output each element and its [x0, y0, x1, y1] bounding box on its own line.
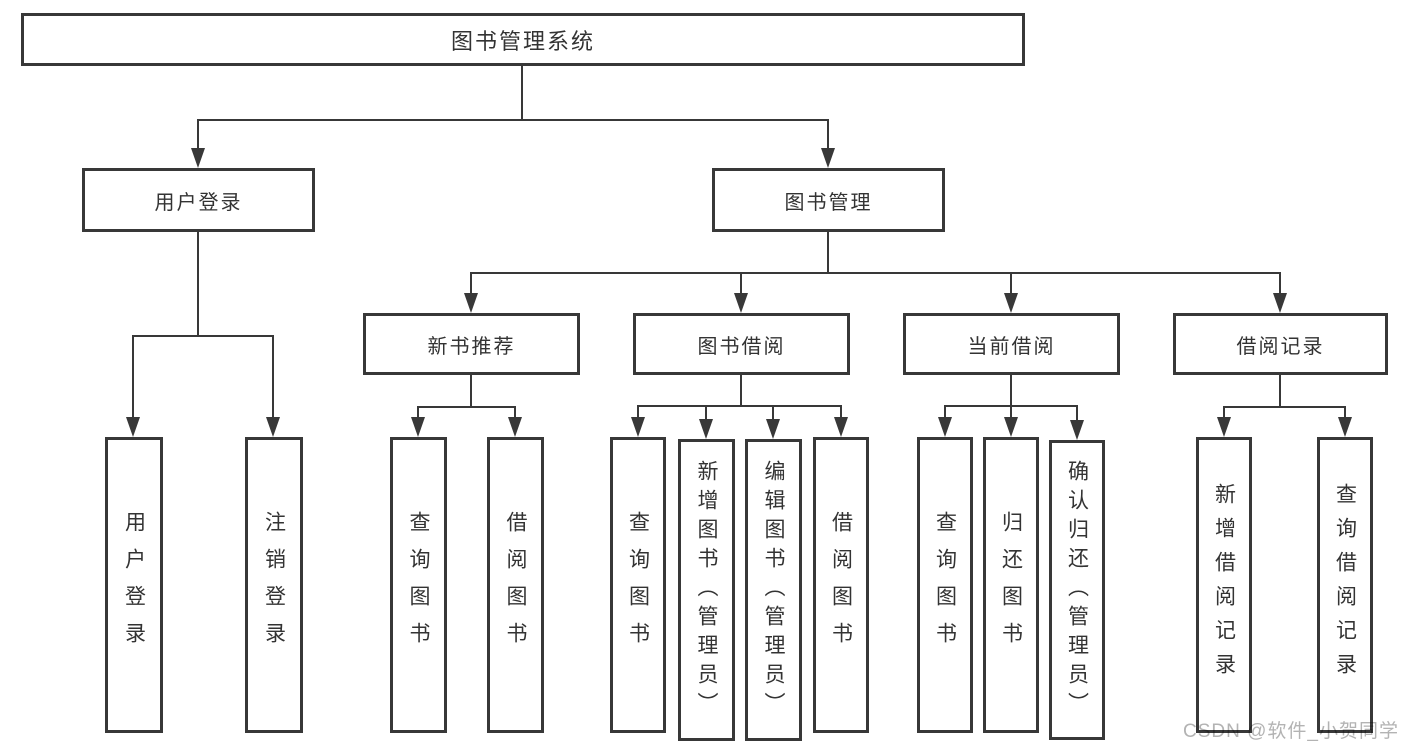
arrow-down-icon	[508, 417, 522, 437]
node-label: 用户登录	[122, 511, 146, 659]
node-label: 查询图书	[407, 511, 430, 659]
arrow-down-icon	[1338, 417, 1352, 437]
arrow-down-icon	[734, 293, 748, 313]
leaf-edit-book-admin: 编辑图书（管理员）	[745, 439, 802, 741]
connector-records-bus	[1223, 406, 1346, 408]
arrow-down-icon	[191, 148, 205, 168]
connector-userlogin-bus	[132, 335, 274, 337]
arrow-down-icon	[126, 417, 140, 437]
arrow-down-icon	[266, 417, 280, 437]
node-book-management: 图书管理	[712, 168, 945, 232]
node-label: 借阅图书	[829, 511, 853, 659]
connector-drop	[705, 405, 707, 421]
connector-drop-leaf-logout	[272, 335, 274, 421]
connector-drop-current-borrow	[1010, 272, 1012, 298]
node-label: 归还图书	[999, 511, 1023, 659]
connector-bookborrow-bus	[637, 405, 841, 407]
connector-drop-leaf-user-login	[132, 335, 134, 421]
connector-drop-new-book	[470, 272, 472, 298]
connector-drop-book-mgmt	[827, 119, 829, 153]
node-label: 图书管理	[784, 191, 873, 214]
arrow-down-icon	[1070, 420, 1084, 440]
connector-drop	[840, 405, 842, 420]
arrow-down-icon	[1273, 293, 1287, 313]
node-book-borrow: 图书借阅	[633, 313, 850, 375]
leaf-borrow-book-2: 借阅图书	[813, 437, 869, 733]
connector-userlogin-stem	[197, 232, 199, 337]
arrow-down-icon	[631, 417, 645, 437]
node-label: 图书借阅	[697, 335, 786, 358]
connector-drop	[637, 405, 639, 420]
arrow-down-icon	[821, 148, 835, 168]
node-current-borrow: 当前借阅	[903, 313, 1120, 375]
node-label: 新增借阅记录	[1212, 483, 1236, 687]
leaf-user-login: 用户登录	[105, 437, 163, 733]
leaf-query-borrow-record: 查询借阅记录	[1317, 437, 1373, 733]
node-label: 确认归还（管理员）	[1065, 459, 1089, 721]
leaf-return-book: 归还图书	[983, 437, 1039, 733]
node-new-book-recommend: 新书推荐	[363, 313, 580, 375]
leaf-borrow-book-1: 借阅图书	[487, 437, 544, 733]
connector-drop	[1010, 405, 1012, 420]
leaf-logout: 注销登录	[245, 437, 303, 733]
node-library-management-system: 图书管理系统	[21, 13, 1025, 66]
node-label: 新书推荐	[427, 335, 516, 358]
node-label: 借阅图书	[504, 511, 527, 659]
node-label: 当前借阅	[967, 335, 1056, 358]
arrow-down-icon	[834, 417, 848, 437]
connector-newbook-bus	[417, 406, 516, 408]
leaf-query-book-2: 查询图书	[610, 437, 666, 733]
node-user-login: 用户登录	[82, 168, 315, 232]
connector-currentborrow-stem	[1010, 375, 1012, 407]
arrow-down-icon	[699, 419, 713, 439]
connector-drop	[514, 406, 516, 421]
connector-bookmgmt-stem	[827, 232, 829, 274]
arrow-down-icon	[1004, 417, 1018, 437]
connector-drop	[944, 405, 946, 420]
arrow-down-icon	[938, 417, 952, 437]
connector-drop	[772, 405, 774, 421]
node-label: 借阅记录	[1236, 335, 1325, 358]
connector-drop	[417, 406, 419, 421]
node-label: 用户登录	[154, 191, 243, 214]
connector-records-stem	[1279, 375, 1281, 408]
node-label: 图书管理系统	[450, 28, 595, 54]
connector-drop	[1076, 405, 1078, 421]
connector-drop-book-borrow	[740, 272, 742, 298]
connector-drop	[1344, 406, 1346, 421]
connector-root-stem	[521, 66, 523, 121]
node-label: 新增图书（管理员）	[695, 459, 718, 721]
connector-bookborrow-stem	[740, 375, 742, 407]
node-label: 查询图书	[626, 511, 650, 659]
node-borrow-records: 借阅记录	[1173, 313, 1388, 375]
arrow-down-icon	[464, 293, 478, 313]
connector-root-bus	[197, 119, 829, 121]
watermark: CSDN @软件_小贺同学	[1183, 721, 1399, 742]
connector-drop-user-login	[197, 119, 199, 153]
connector-bookmgmt-bus	[471, 272, 1281, 274]
connector-drop	[1223, 406, 1225, 421]
node-label: 编辑图书（管理员）	[762, 459, 785, 721]
connector-newbook-stem	[470, 375, 472, 408]
leaf-add-book-admin: 新增图书（管理员）	[678, 439, 735, 741]
node-label: 查询图书	[933, 511, 957, 659]
arrow-down-icon	[1217, 417, 1231, 437]
node-label: 注销登录	[262, 511, 286, 659]
leaf-query-book-3: 查询图书	[917, 437, 973, 733]
leaf-query-book-1: 查询图书	[390, 437, 447, 733]
arrow-down-icon	[411, 417, 425, 437]
node-label: 查询借阅记录	[1333, 483, 1357, 687]
leaf-add-borrow-record: 新增借阅记录	[1196, 437, 1252, 733]
connector-drop-borrow-records	[1279, 272, 1281, 298]
arrow-down-icon	[1004, 293, 1018, 313]
arrow-down-icon	[766, 419, 780, 439]
leaf-confirm-return-admin: 确认归还（管理员）	[1049, 440, 1105, 740]
